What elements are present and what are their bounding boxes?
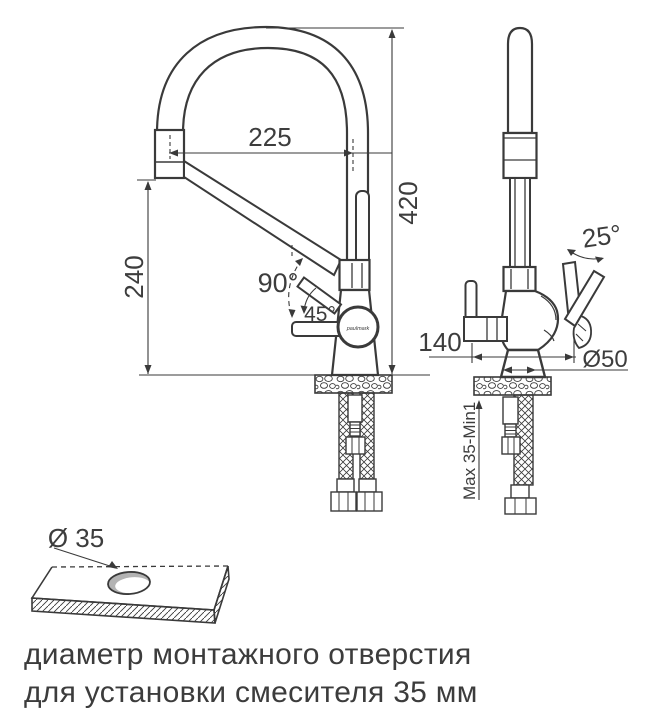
side-hose-collar xyxy=(510,484,530,499)
front-handle-up xyxy=(355,190,370,265)
arrowhead xyxy=(567,249,576,256)
angle-45-label: 45° xyxy=(304,303,336,326)
dimensions: 225 420 240 90° 45° 25° 140 Ø50 xyxy=(119,27,628,500)
dia-50-label: Ø50 xyxy=(582,346,627,373)
thread-lines xyxy=(350,424,360,433)
side-aux-handle-body xyxy=(463,316,508,342)
brand-label: paulmark xyxy=(346,326,370,332)
front-hose-collar-left xyxy=(336,478,355,493)
side-aux-handle-stick xyxy=(464,280,478,321)
arrowhead xyxy=(169,149,178,157)
side-spout-head xyxy=(502,131,538,180)
hole-highlight xyxy=(115,577,151,594)
pivot-hatch xyxy=(575,323,587,342)
nut-facets xyxy=(364,492,375,511)
arrowhead xyxy=(144,181,152,190)
caption-line-1: диаметр монтажного отверстия xyxy=(24,638,472,671)
mounting-hole-detail: Ø 35 xyxy=(30,523,230,624)
front-hose-collar-right xyxy=(358,478,377,493)
front-view: paulmark xyxy=(139,25,430,512)
dim-240-label: 240 xyxy=(119,255,149,298)
side-spout-tube xyxy=(506,26,534,135)
side-dome-shading xyxy=(540,295,557,342)
nut-facets xyxy=(338,492,349,511)
caption: диаметр монтажного отверстия для установ… xyxy=(24,638,478,709)
arrowhead xyxy=(473,353,482,361)
side-view xyxy=(463,26,606,515)
dim-225-label: 225 xyxy=(248,122,291,152)
side-column-holder xyxy=(502,265,537,293)
arrowhead xyxy=(300,305,308,314)
arrowhead xyxy=(527,366,536,374)
front-mount-stud xyxy=(347,394,363,423)
side-mount-stud xyxy=(502,396,519,425)
slab-back-edge xyxy=(51,565,229,568)
deck-thickness-label: Max 35-Min1 xyxy=(460,402,479,500)
side-head-dividers xyxy=(503,137,537,161)
side-riser xyxy=(509,177,531,268)
arrowhead xyxy=(344,149,353,157)
front-column-holder xyxy=(338,258,371,292)
nut-facets xyxy=(507,437,515,454)
side-mount-nut xyxy=(501,436,521,455)
arrowhead xyxy=(388,29,396,38)
nut-facets xyxy=(514,498,527,514)
arrowhead xyxy=(108,561,118,569)
dim-140-label: 140 xyxy=(418,327,461,357)
arrowhead xyxy=(388,365,396,374)
front-handle-45 xyxy=(296,276,343,315)
side-riser-inner xyxy=(514,178,526,267)
brand-badge xyxy=(336,305,380,349)
arrowhead xyxy=(144,365,152,374)
front-hose-nut-right xyxy=(356,491,383,512)
arrowhead xyxy=(288,309,296,318)
nut-facets xyxy=(351,437,360,454)
front-mount-nut xyxy=(345,436,366,455)
side-hose-nut xyxy=(504,497,537,515)
angle-90-label: 90° xyxy=(258,268,299,298)
caption-line-2: для установки смесителя 35 мм xyxy=(24,676,478,709)
side-holder-inner xyxy=(510,269,529,289)
side-base xyxy=(499,348,547,379)
dim-420-label: 420 xyxy=(393,181,423,224)
front-hose-nut-left xyxy=(330,491,357,512)
side-countertop-slab xyxy=(473,376,552,396)
angle-25-label: 25° xyxy=(580,218,623,253)
mount-hole xyxy=(107,571,151,595)
arrowhead xyxy=(503,366,512,374)
thread-lines xyxy=(505,426,516,435)
hole-outline xyxy=(107,571,151,595)
side-body xyxy=(499,289,560,352)
side-aux-handle-lines xyxy=(486,318,498,340)
front-countertop-slab xyxy=(314,374,393,394)
arrowhead xyxy=(295,258,303,266)
slab-side-face xyxy=(213,565,230,624)
arrowhead xyxy=(595,256,604,263)
arrowhead xyxy=(565,353,574,361)
dia-35-leader xyxy=(53,547,117,569)
dia-35-label: Ø 35 xyxy=(48,523,104,553)
arrowhead xyxy=(475,400,483,409)
front-flex-hose xyxy=(183,159,343,277)
